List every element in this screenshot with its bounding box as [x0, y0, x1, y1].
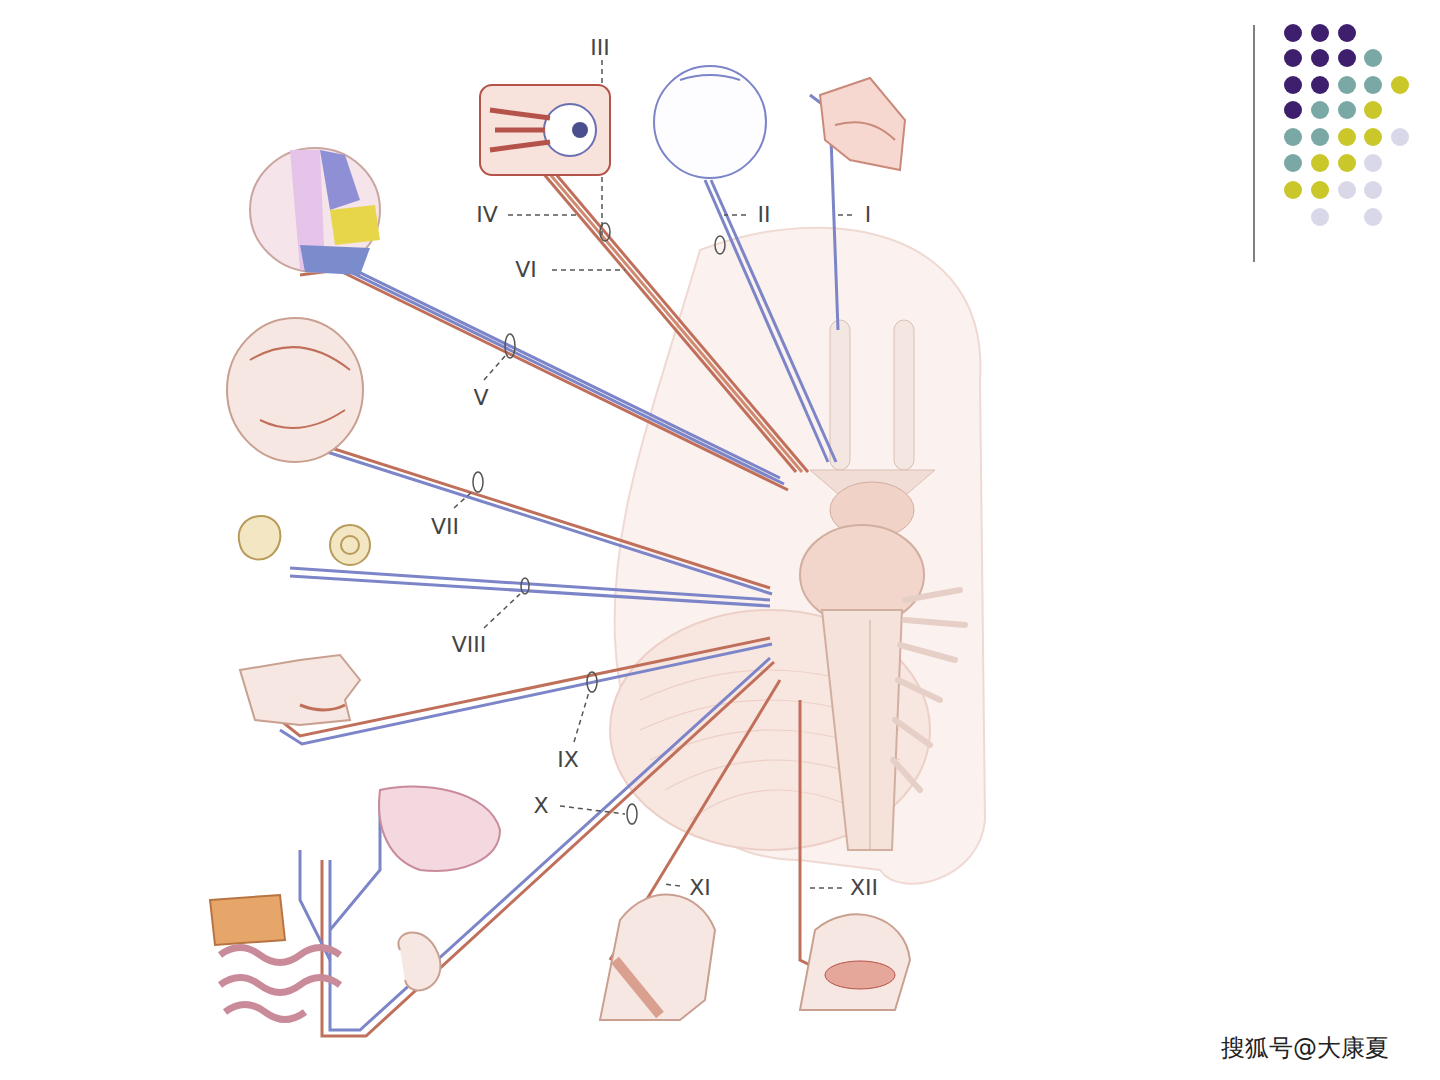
nerve-number: I: [863, 203, 874, 227]
nerve-number: X: [531, 794, 550, 818]
nerve-number: VI: [513, 258, 539, 282]
nerve-number: XI: [687, 876, 713, 900]
nerve-number: V: [471, 386, 490, 410]
nerve-number: XII: [848, 876, 880, 900]
dot-grid: [1254, 24, 1409, 262]
nerve-number: IX: [555, 748, 581, 772]
nerve-bundles: [280, 60, 838, 1036]
nerve-number: IV: [474, 203, 500, 227]
nerve-number: VII: [429, 515, 461, 539]
nerve-number: III: [588, 36, 611, 60]
nerve-number: II: [756, 203, 773, 227]
watermark: 搜狐号@大康夏: [1219, 1035, 1391, 1061]
organ-sketches: [210, 66, 910, 1020]
nerve-number: VIII: [450, 633, 489, 657]
